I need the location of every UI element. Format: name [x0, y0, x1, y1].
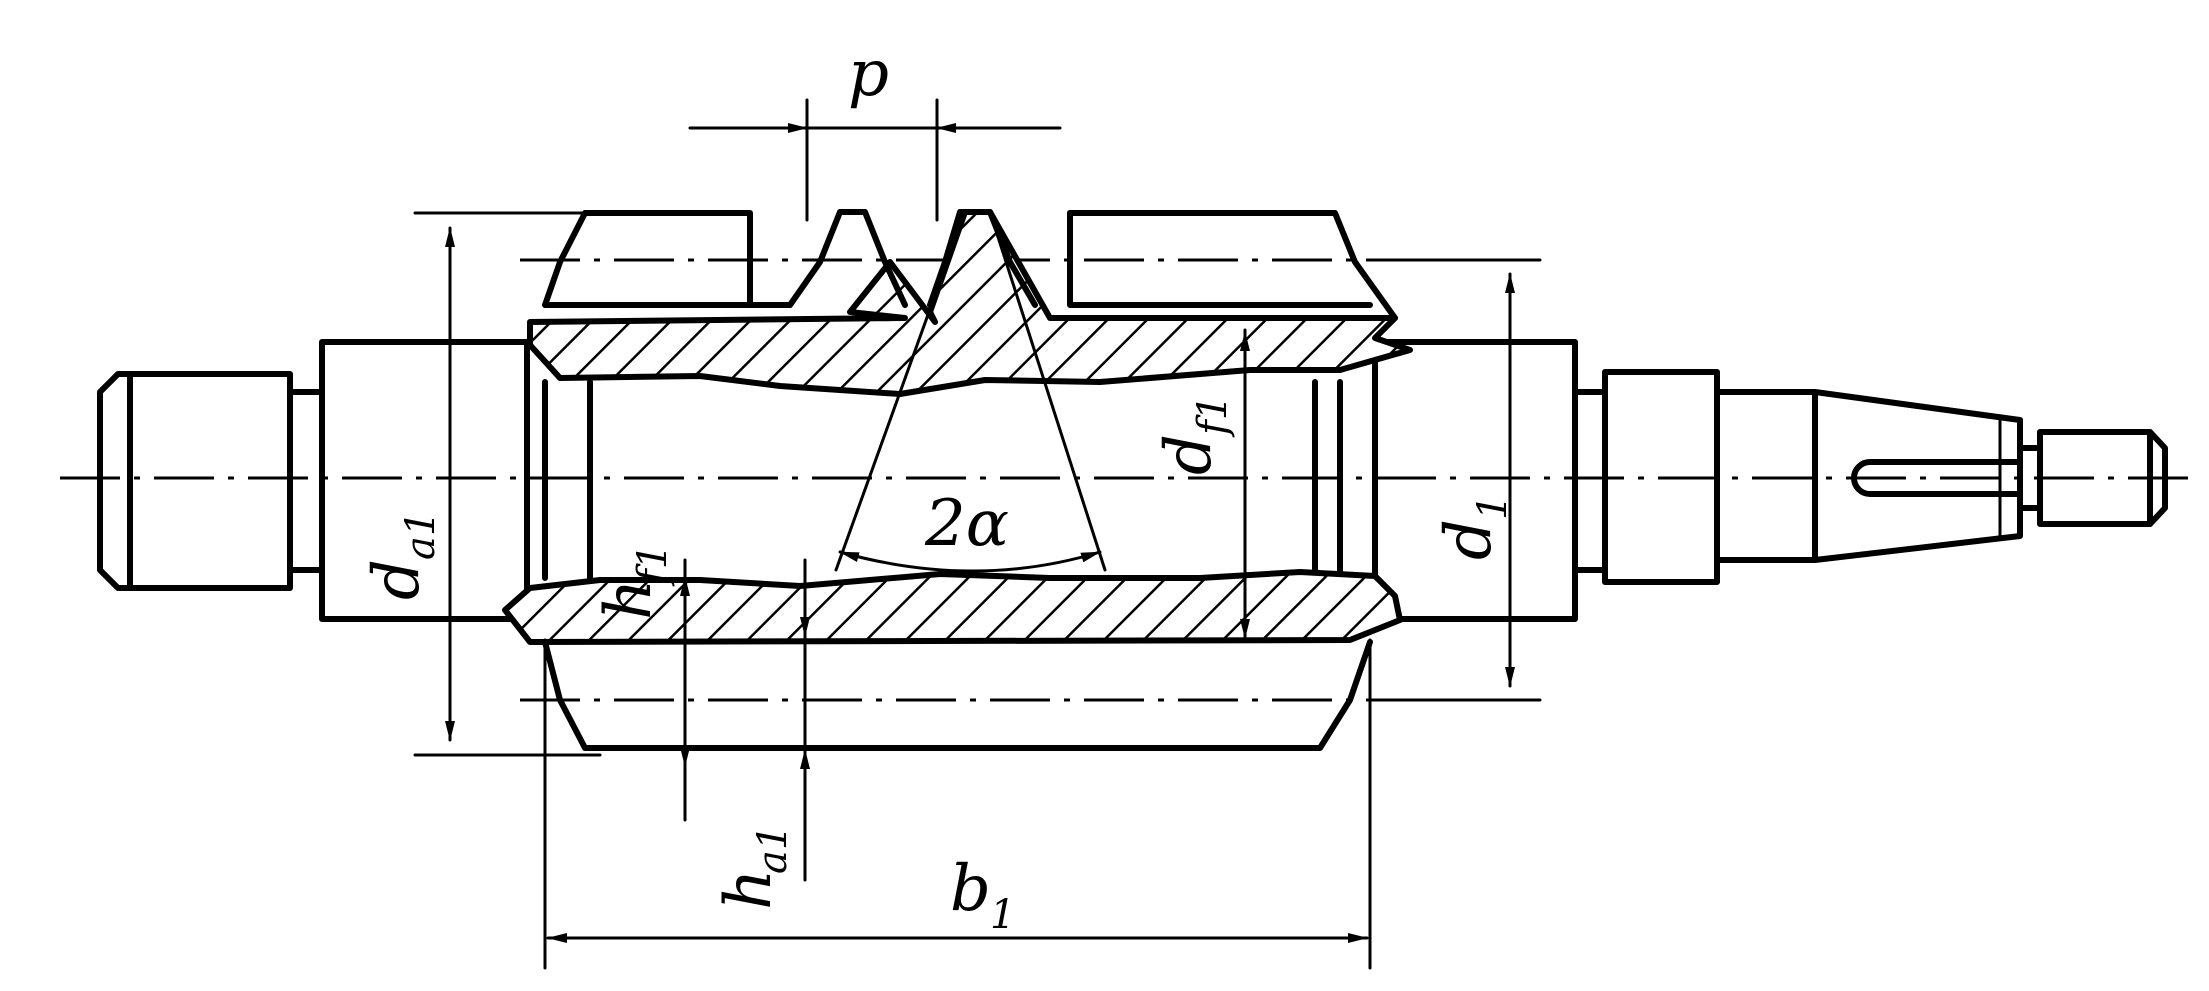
svg-text:a1: a1	[750, 825, 796, 874]
top-section-hatched	[527, 209, 1413, 397]
svg-text:f1: f1	[630, 544, 676, 587]
svg-text:d: d	[1152, 434, 1226, 475]
svg-text:1: 1	[1470, 495, 1516, 520]
dedendum-label: h f1	[592, 544, 676, 620]
addendum-label: h a1	[712, 825, 796, 910]
right-shaft-end	[1372, 339, 2168, 622]
svg-text:b: b	[950, 852, 991, 926]
angle-label: 2α	[924, 487, 1009, 561]
bottom-thread-profile	[542, 639, 1373, 751]
pressure-angle-lines	[834, 210, 1107, 573]
svg-text:f1: f1	[1190, 395, 1236, 438]
reference-diameter-label: d 1	[1432, 495, 1516, 560]
face-width-dimension	[543, 638, 1372, 970]
bottom-section-hatched	[502, 569, 1403, 645]
svg-text:a1: a1	[398, 511, 444, 560]
reference-diameter-dimension	[1418, 258, 1542, 702]
tip-diameter-dimension	[413, 211, 602, 757]
pitch-dimension	[688, 98, 1062, 222]
tip-diameter-label: d a1	[360, 511, 444, 600]
svg-text:d: d	[360, 559, 434, 600]
top-thread-profile	[542, 209, 1398, 321]
pitch-label: p	[848, 37, 889, 111]
svg-text:d: d	[1432, 519, 1506, 560]
face-width-label: b 1	[950, 852, 1015, 938]
dedendum-addendum-dimensions	[680, 558, 810, 882]
svg-text:h: h	[592, 579, 666, 620]
svg-text:h: h	[712, 869, 786, 910]
left-shaft-end	[97, 339, 530, 622]
svg-text:1: 1	[990, 892, 1015, 938]
root-diameter-label: d f1	[1152, 395, 1236, 475]
